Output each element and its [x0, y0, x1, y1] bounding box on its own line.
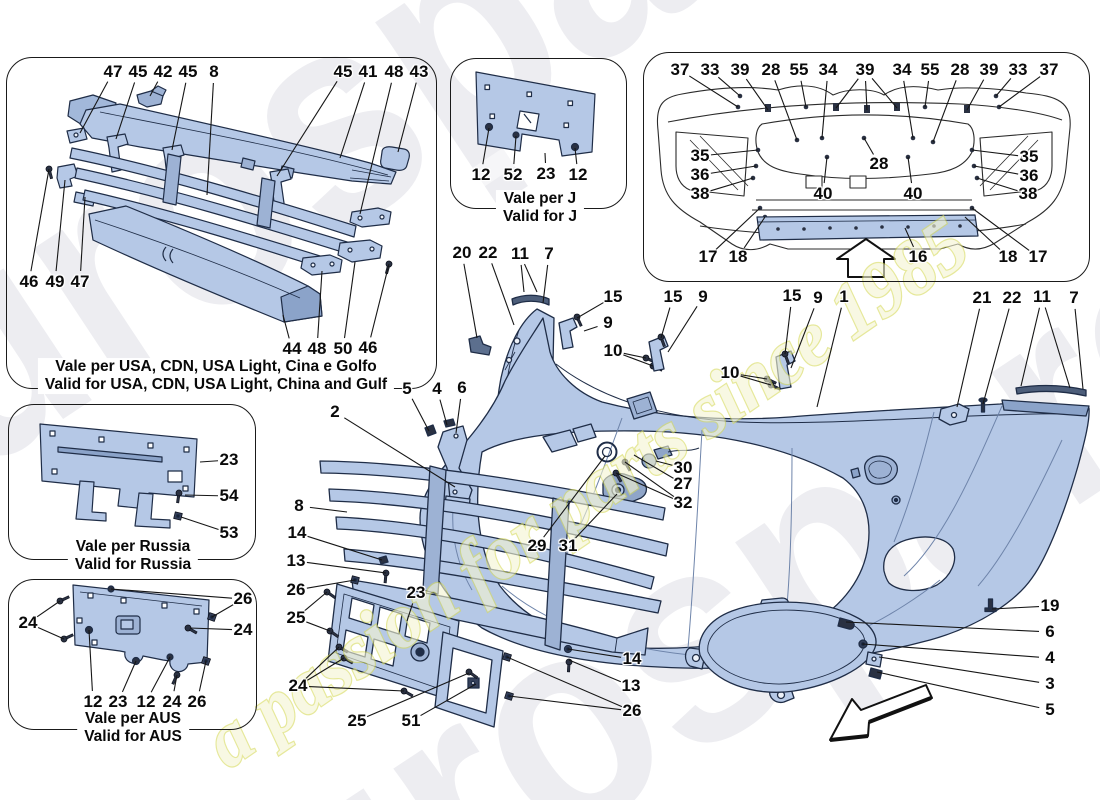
- caption-j: Vale per J Valid for J: [495, 190, 585, 226]
- caption-aus: Vale per AUS Valid for AUS: [77, 710, 189, 746]
- up-arrow-icon: [836, 238, 896, 278]
- caption-russia: Vale per Russia Valid for Russia: [67, 538, 199, 574]
- plate-aus-drawing: [55, 584, 218, 686]
- caption-usa: Vale per USA, CDN, USA Light, Cina e Gol…: [37, 358, 395, 394]
- down-left-arrow-icon: [829, 684, 933, 741]
- grille-assembly-usa-drawing: [44, 85, 410, 323]
- plate-j-drawing: [475, 71, 596, 157]
- plate-russia-drawing: [39, 423, 198, 529]
- front-bumper-drawing: [319, 294, 1090, 742]
